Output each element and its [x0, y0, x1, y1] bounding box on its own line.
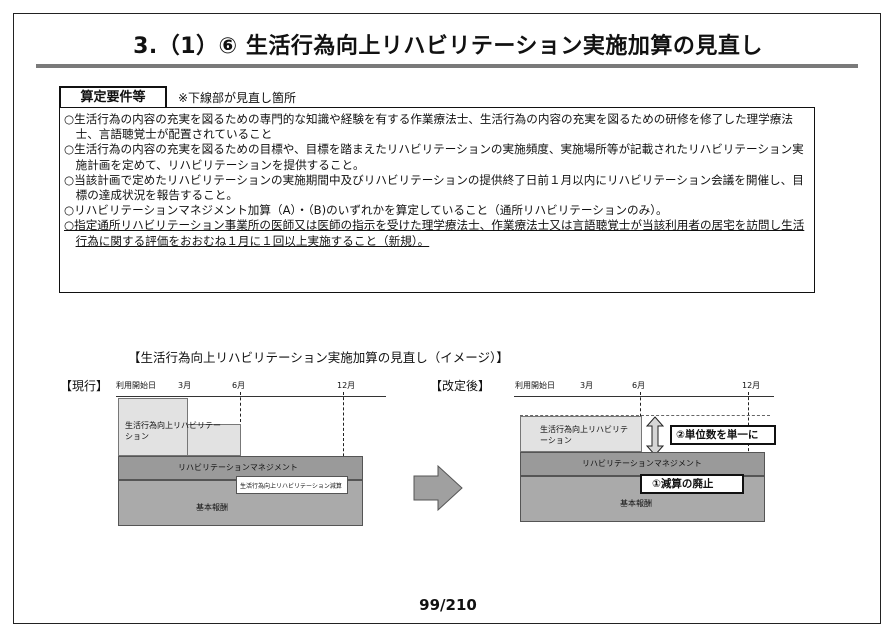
requirement-item: ○リハビリテーションマネジメント加算（A）・（B)のいずれかを算定していること（… — [64, 203, 668, 218]
revised-axis-6m: 6月 — [632, 381, 646, 390]
slide-frame — [13, 13, 881, 624]
requirement-item-new: ○指定通所リハビリテーション事業所の医師又は医師の指示を受けた理学療法士、作業療… — [64, 218, 805, 248]
revised-dashed-line — [520, 415, 770, 417]
current-axis-line — [116, 396, 386, 397]
current-12m-marker — [343, 392, 344, 482]
revised-axis-12m: 12月 — [742, 381, 761, 390]
current-axis-12m: 12月 — [337, 381, 356, 390]
current-mgmt-label: リハビリテーションマネジメント — [178, 463, 298, 472]
requirements-note: ※下線部が見直し箇所 — [178, 91, 297, 105]
requirement-item: ○当該計画で定めたリハビリテーションの実施期間中及びリハビリテーションの提供終了… — [64, 172, 804, 203]
callout-abolish: ①減算の廃止 — [640, 474, 744, 494]
revised-axis-line — [514, 396, 774, 397]
revised-base-label: 基本報酬 — [620, 499, 652, 508]
revised-label: 【改定後】 — [430, 379, 491, 393]
revised-rehab-label: 生活行為向上リハビリテーション — [540, 425, 628, 445]
requirements-box: ○生活行為の内容の充実を図るための専門的な知識や経験を有する作業療法士、生活行為… — [59, 107, 815, 293]
double-arrow-icon — [646, 416, 664, 456]
revised-6m-marker — [640, 392, 641, 422]
current-rehab-label: 生活行為向上リハビリテーション — [125, 421, 221, 441]
current-axis-start: 利用開始日 — [116, 381, 156, 390]
current-label: 【現行】 — [60, 379, 109, 393]
current-axis-6m: 6月 — [232, 381, 246, 390]
title-rule — [36, 64, 858, 68]
revised-mgmt-block — [520, 452, 765, 476]
page-number: 99/210 — [419, 596, 477, 614]
current-reduction-block — [236, 476, 348, 494]
current-reduction-label: 生活行為向上リハビリテーション減算 — [240, 483, 342, 490]
requirement-item: ○生活行為の内容の充実を図るための専門的な知識や経験を有する作業療法士、生活行為… — [64, 112, 793, 142]
revised-axis-3m: 3月 — [580, 381, 594, 390]
revised-rehab-block — [520, 416, 642, 452]
requirement-item: ○生活行為の内容の充実を図るための目標や、目標を踏まえたリハビリテーションの実施… — [64, 142, 804, 172]
requirements-label: 算定要件等 — [59, 86, 167, 108]
current-rehab-6m-block — [187, 424, 241, 456]
revised-mgmt-label: リハビリテーションマネジメント — [582, 459, 702, 468]
arrow-right-icon — [413, 464, 463, 512]
revised-axis-start: 利用開始日 — [515, 381, 555, 390]
current-base-label: 基本報酬 — [196, 503, 228, 512]
current-axis-3m: 3月 — [178, 381, 192, 390]
current-6m-marker — [240, 392, 241, 422]
callout-unit: ②単位数を単一に — [670, 425, 776, 445]
diagram-title: 【生活行為向上リハビリテーション実施加算の見直し（イメージ）】 — [128, 350, 509, 365]
page-title: 3.（1）⑥ 生活行為向上リハビリテーション実施加算の見直し — [133, 34, 763, 59]
